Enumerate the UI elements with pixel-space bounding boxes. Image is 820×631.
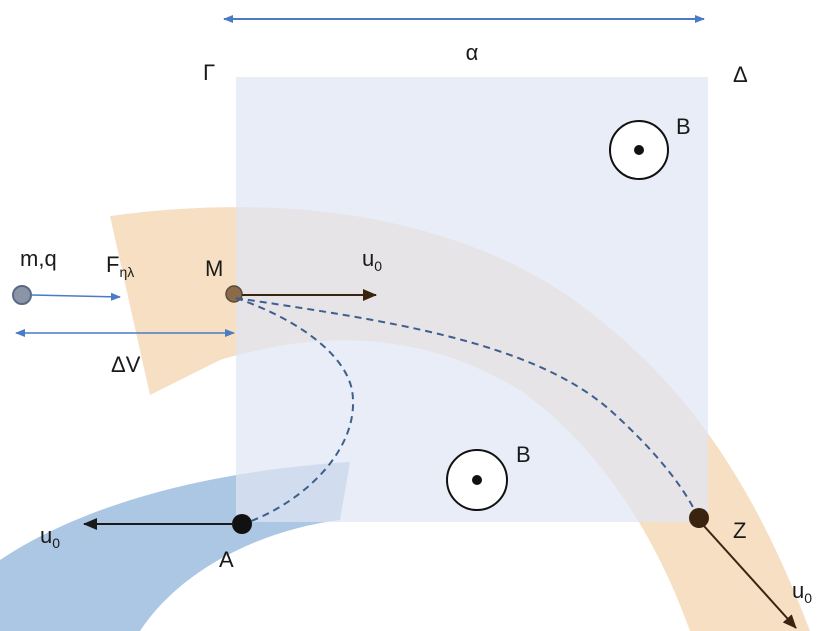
width-label: α	[466, 40, 479, 65]
force-label: Fηλ	[106, 252, 134, 280]
voltage-label: ΔV	[111, 352, 141, 377]
corner-label-right: Δ	[733, 62, 748, 87]
trajectory-to-z	[235, 297, 698, 516]
field-label-bottom: B	[516, 442, 531, 467]
field-label-top: B	[676, 114, 691, 139]
field-out-of-page-icon	[609, 120, 669, 180]
point-z-label: Z	[733, 518, 746, 543]
velocity-label-m: u0	[362, 246, 382, 274]
corner-label-left: Γ	[203, 60, 215, 85]
point-a-label: A	[219, 547, 234, 572]
point-a-dot	[232, 514, 252, 534]
velocity-label-z: u0	[792, 578, 812, 606]
particle-label: m,q	[20, 246, 57, 271]
force-arrow	[31, 292, 121, 301]
particle-dot	[12, 285, 32, 305]
field-out-of-page-icon	[446, 449, 508, 511]
point-z-dot	[689, 508, 709, 528]
velocity-label-a: u0	[40, 523, 60, 551]
trajectory-to-a	[235, 297, 355, 525]
point-m-label: M	[205, 256, 223, 281]
velocity-arrow-z	[703, 525, 797, 629]
